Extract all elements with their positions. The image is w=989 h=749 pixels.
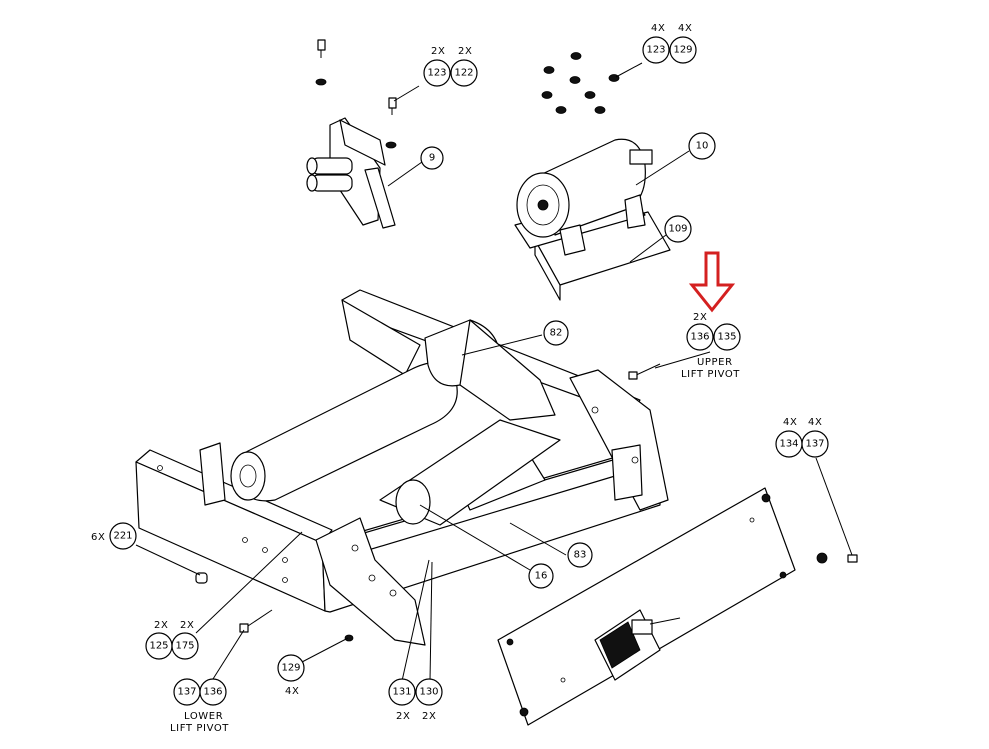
side-cover-panel bbox=[497, 487, 796, 726]
svg-text:129: 129 bbox=[673, 45, 692, 56]
callout-134: 134 bbox=[775, 430, 803, 458]
callout-9: 9 bbox=[420, 146, 444, 170]
lower-lift-pivot-line1: LOWER bbox=[184, 711, 223, 722]
qty-131: 2X bbox=[396, 711, 410, 722]
svg-text:131: 131 bbox=[392, 687, 411, 698]
callout-125: 125 bbox=[145, 632, 173, 660]
qty-125: 2X bbox=[154, 620, 168, 631]
qty-137-a: 4X bbox=[808, 417, 822, 428]
callout-16: 16 bbox=[528, 563, 554, 589]
qty-130: 2X bbox=[422, 711, 436, 722]
callout-129-a: 129 bbox=[669, 36, 697, 64]
callout-221: 221 bbox=[109, 522, 137, 550]
callout-129-b: 129 bbox=[277, 654, 305, 682]
callout-136-a: 136 bbox=[686, 323, 714, 351]
bracket-part-9 bbox=[306, 117, 396, 229]
svg-text:125: 125 bbox=[149, 641, 168, 652]
highlight-arrow bbox=[688, 251, 736, 313]
upper-lift-pivot-line1: UPPER bbox=[697, 357, 733, 368]
lower-pivot-bolt bbox=[239, 609, 273, 633]
svg-text:130: 130 bbox=[419, 687, 438, 698]
qty-134: 4X bbox=[783, 417, 797, 428]
qty-123-b: 4X bbox=[651, 23, 665, 34]
svg-text:109: 109 bbox=[668, 224, 687, 235]
qty-123-a: 2X bbox=[431, 46, 445, 57]
motor-part-10 bbox=[514, 138, 671, 301]
nut-129b bbox=[344, 634, 354, 642]
svg-text:10: 10 bbox=[696, 141, 709, 152]
upper-pivot-bolt bbox=[628, 363, 661, 380]
lower-lift-pivot-line2: LIFT PIVOT bbox=[170, 723, 229, 734]
qty-175: 2X bbox=[180, 620, 194, 631]
callout-122: 122 bbox=[450, 59, 478, 87]
callout-137-a: 137 bbox=[801, 430, 829, 458]
qty-136-a: 2X bbox=[693, 312, 707, 323]
svg-text:137: 137 bbox=[805, 439, 824, 450]
callout-82: 82 bbox=[543, 320, 569, 346]
bolt-137 bbox=[847, 554, 858, 563]
svg-text:9: 9 bbox=[429, 153, 435, 164]
fasteners-123-122 bbox=[315, 39, 397, 149]
leader-lines bbox=[135, 62, 853, 682]
qty-221: 6X bbox=[91, 532, 105, 543]
callout-135: 135 bbox=[713, 323, 741, 351]
svg-text:123: 123 bbox=[427, 68, 446, 79]
svg-text:136: 136 bbox=[203, 687, 222, 698]
svg-text:16: 16 bbox=[535, 571, 548, 582]
upper-lift-pivot-line2: LIFT PIVOT bbox=[681, 369, 740, 380]
svg-text:175: 175 bbox=[175, 641, 194, 652]
callout-137-b: 137 bbox=[173, 678, 201, 706]
svg-text:136: 136 bbox=[690, 332, 709, 343]
callout-131: 131 bbox=[388, 678, 416, 706]
callout-10: 10 bbox=[688, 132, 716, 160]
callout-136-b: 136 bbox=[199, 678, 227, 706]
screw-221 bbox=[195, 572, 208, 584]
svg-text:134: 134 bbox=[779, 439, 798, 450]
nut-cluster-129 bbox=[541, 52, 620, 114]
qty-122: 2X bbox=[458, 46, 472, 57]
nut-134 bbox=[816, 552, 828, 564]
roller-assembly bbox=[230, 319, 556, 525]
callout-123-a: 123 bbox=[423, 59, 451, 87]
callout-123-b: 123 bbox=[642, 36, 670, 64]
callout-130: 130 bbox=[415, 678, 443, 706]
svg-text:82: 82 bbox=[550, 328, 563, 339]
svg-text:122: 122 bbox=[454, 68, 473, 79]
svg-text:129: 129 bbox=[281, 663, 300, 674]
callout-109: 109 bbox=[664, 215, 692, 243]
qty-129-b: 4X bbox=[285, 686, 299, 697]
svg-text:83: 83 bbox=[574, 550, 587, 561]
qty-129-a: 4X bbox=[678, 23, 692, 34]
callout-83: 83 bbox=[567, 542, 593, 568]
callout-175: 175 bbox=[171, 632, 199, 660]
lift-frame-assembly bbox=[135, 289, 669, 646]
svg-text:221: 221 bbox=[113, 531, 132, 542]
svg-text:137: 137 bbox=[177, 687, 196, 698]
svg-text:123: 123 bbox=[646, 45, 665, 56]
svg-text:135: 135 bbox=[717, 332, 736, 343]
